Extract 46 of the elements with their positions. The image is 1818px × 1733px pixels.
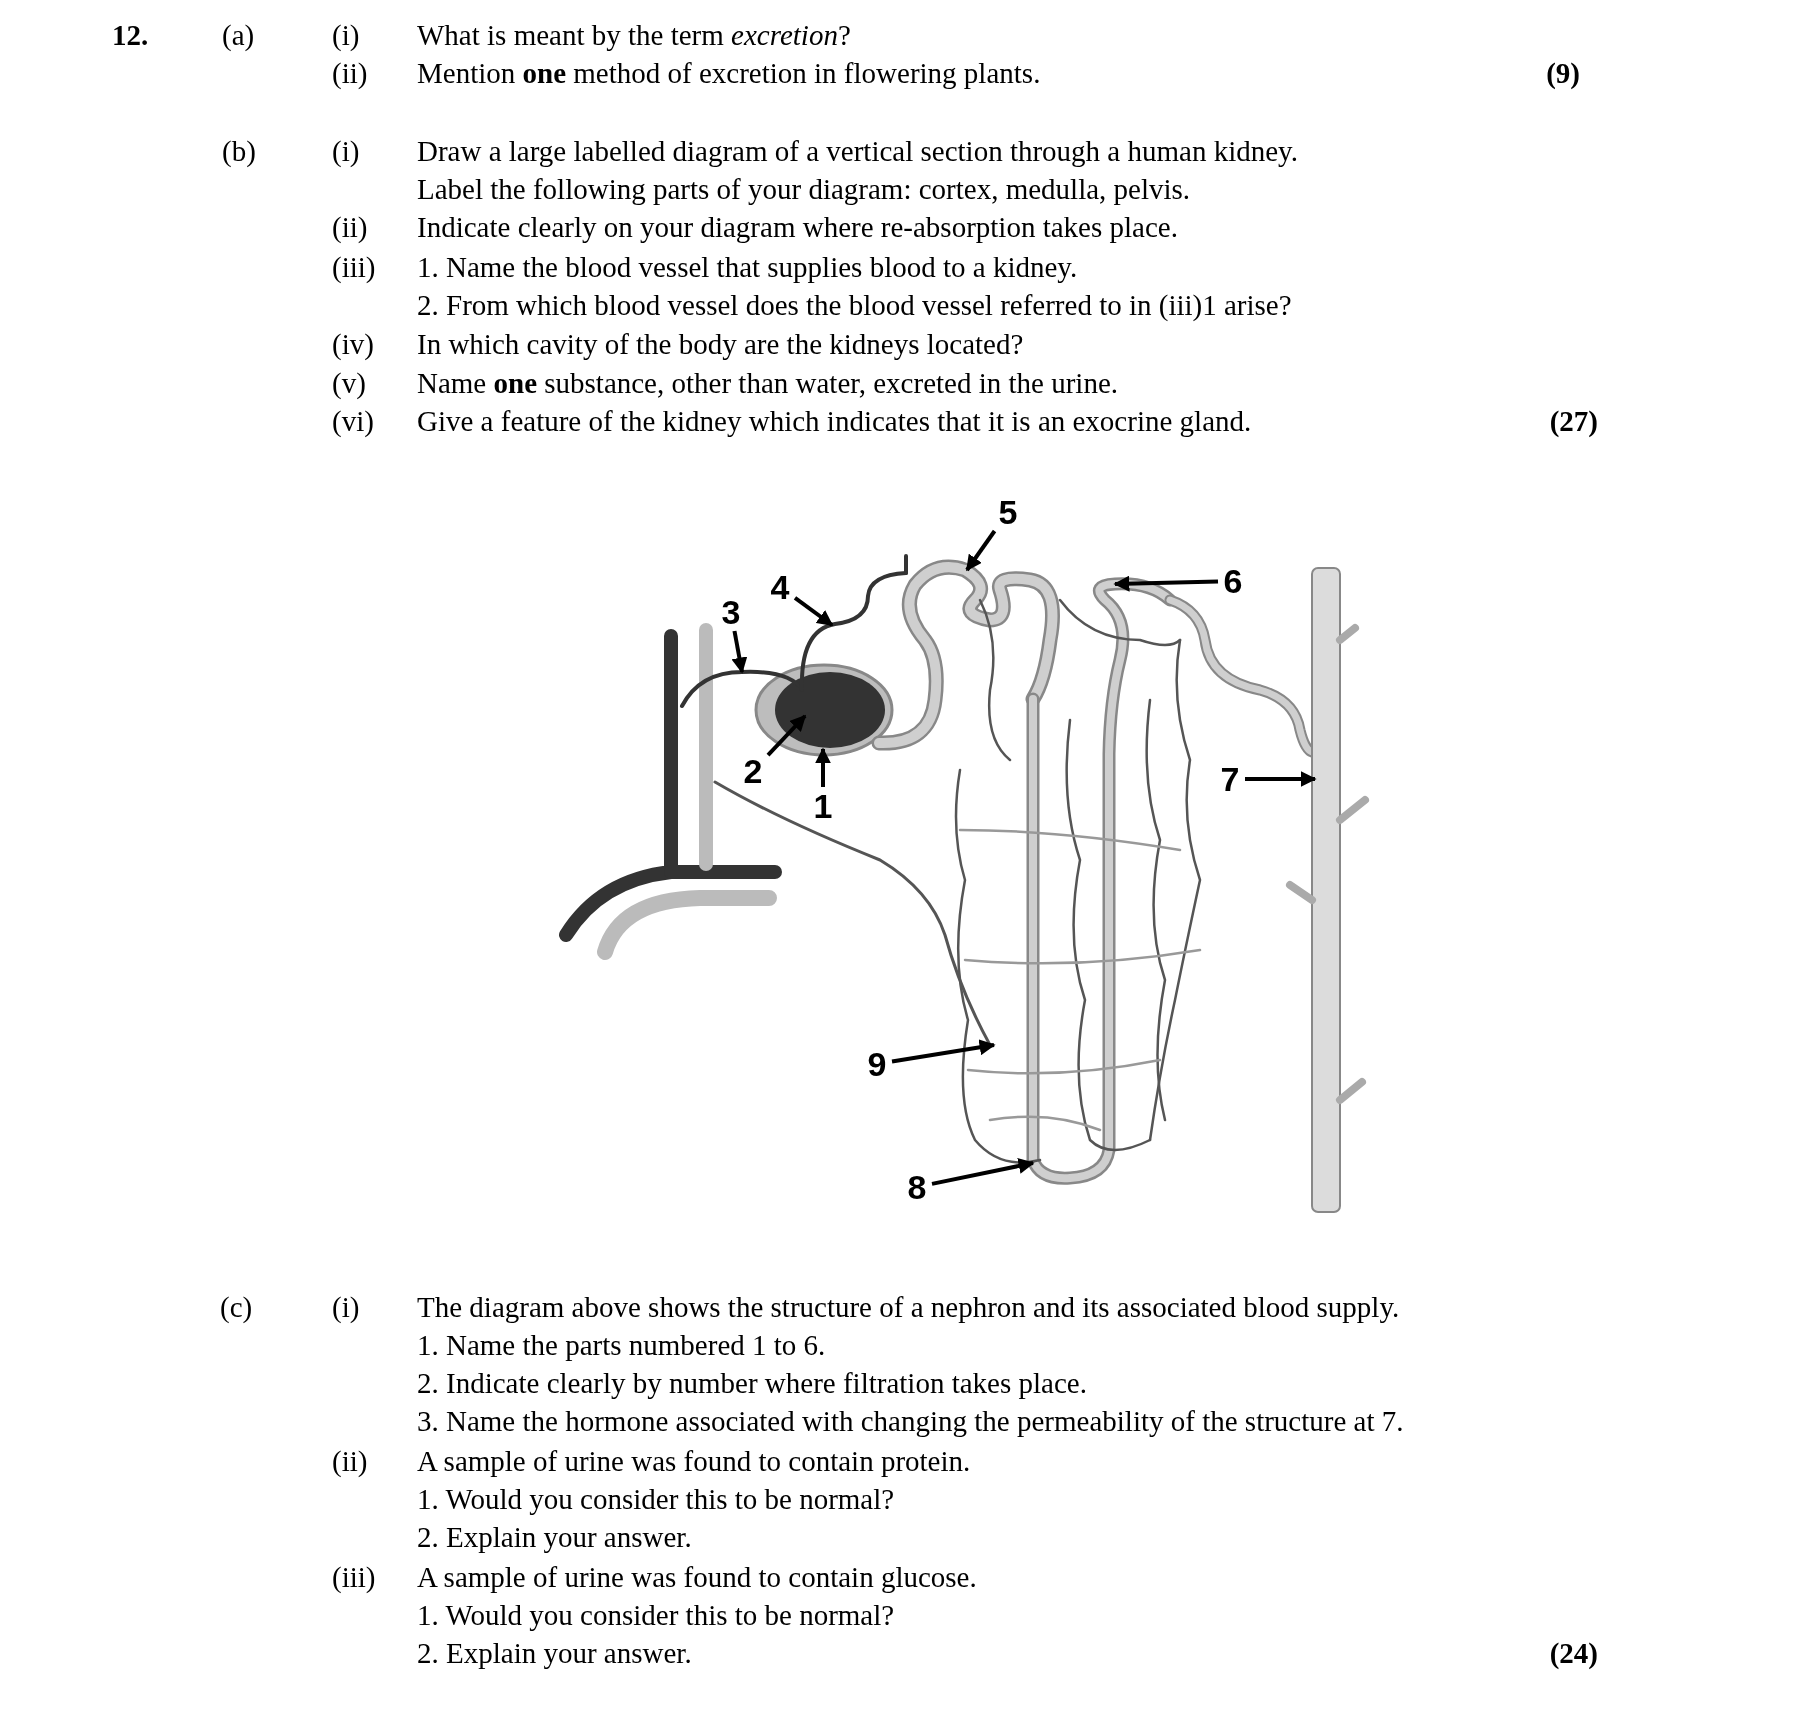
question-text: 1. Name the parts numbered 1 to 6. bbox=[417, 1328, 826, 1362]
question-text: (iii) bbox=[332, 1560, 376, 1594]
question-text: Mention one method of excretion in flowering plants. bbox=[417, 56, 1041, 90]
question-text: In which cavity of the body are the kidneys located? bbox=[417, 327, 1024, 361]
leader-arrow bbox=[793, 596, 834, 627]
question-text: Label the following parts of your diagram: cortex, medulla, pelvis. bbox=[417, 172, 1191, 206]
leader-arrow bbox=[965, 529, 997, 572]
question-text: Indicate clearly on your diagram where re-absorption takes place. bbox=[417, 210, 1178, 244]
question-text: A sample of urine was found to contain glucose. bbox=[417, 1560, 977, 1594]
question-text: (iii) bbox=[332, 250, 376, 284]
question-text: (b) bbox=[222, 134, 256, 168]
question-text: Draw a large labelled diagram of a vertical section through a human kidney. bbox=[417, 134, 1298, 168]
question-text: (vi) bbox=[332, 404, 374, 438]
question-text: 1. Would you consider this to be normal? bbox=[417, 1482, 895, 1516]
question-text: 2. From which blood vessel does the blood vessel referred to in (iii)1 arise? bbox=[417, 288, 1292, 322]
question-text: 2. Indicate clearly by number where filtration takes place. bbox=[417, 1366, 1087, 1400]
question-text: (i) bbox=[332, 134, 360, 168]
leader-arrow bbox=[1113, 575, 1219, 592]
leader-arrow bbox=[731, 630, 748, 674]
leader-arrow bbox=[815, 747, 831, 787]
question-text: 2. Explain your answer. bbox=[417, 1636, 692, 1670]
question-text: (c) bbox=[220, 1290, 253, 1324]
marks-text: (9) bbox=[1546, 56, 1580, 90]
marks-text: (27) bbox=[1549, 404, 1598, 438]
leader-arrow bbox=[931, 1158, 1035, 1186]
question-text: 2. Explain your answer. bbox=[417, 1520, 692, 1554]
question-text: (a) bbox=[222, 18, 255, 52]
question-number: 12. bbox=[112, 18, 149, 52]
marks-text: (24) bbox=[1549, 1636, 1598, 1670]
question-text: The diagram above shows the structure of a nephron and its associated blood supply. bbox=[417, 1290, 1400, 1324]
question-text: (v) bbox=[332, 366, 366, 400]
leader-arrow bbox=[891, 1039, 996, 1064]
question-text: A sample of urine was found to contain protein. bbox=[417, 1444, 971, 1478]
question-text: (i) bbox=[332, 18, 360, 52]
question-text: (i) bbox=[332, 1290, 360, 1324]
question-text: What is meant by the term excretion? bbox=[417, 18, 851, 52]
question-text: 1. Would you consider this to be normal? bbox=[417, 1598, 895, 1632]
question-text: Name one substance, other than water, excreted in the urine. bbox=[417, 366, 1119, 400]
question-text: (iv) bbox=[332, 327, 374, 361]
leader-arrow bbox=[1245, 771, 1317, 787]
question-text: (ii) bbox=[332, 210, 368, 244]
question-text: 1. Name the blood vessel that supplies blood to a kidney. bbox=[417, 250, 1078, 284]
question-text: (ii) bbox=[332, 56, 368, 90]
question-text: (ii) bbox=[332, 1444, 368, 1478]
question-text: Give a feature of the kidney which indicates that it is an exocrine gland. bbox=[417, 404, 1252, 438]
question-text: 3. Name the hormone associated with changing the permeability of the structure at 7. bbox=[417, 1404, 1404, 1438]
